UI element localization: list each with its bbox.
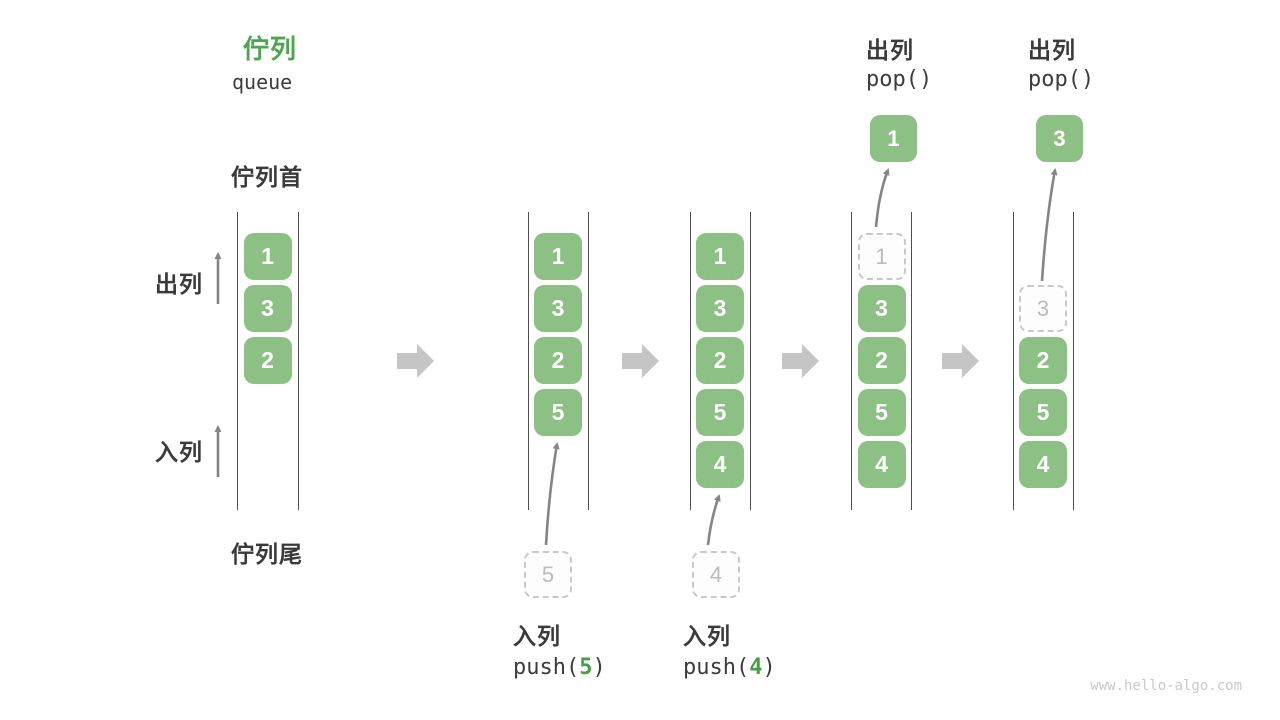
dequeue-arrow-1 bbox=[874, 168, 890, 228]
queue-cell-pop-3-5: 5 bbox=[1019, 389, 1067, 436]
removed-cell-pop-3-3: 3 bbox=[1019, 285, 1067, 332]
queue-cell-push-5-5: 5 bbox=[534, 389, 582, 436]
queue-cell-pop-1-5: 5 bbox=[857, 389, 906, 436]
queue-cell-pop-3-2: 2 bbox=[1019, 337, 1067, 384]
stage-transition-arrow-1 bbox=[397, 344, 434, 378]
push-arg-5: 5 bbox=[579, 655, 593, 680]
queue-wall-left-5 bbox=[1013, 212, 1014, 510]
stage-transition-arrow-4 bbox=[942, 344, 979, 378]
enqueue-arrow-4 bbox=[706, 494, 721, 546]
queue-wall-left-2 bbox=[528, 212, 529, 510]
queue-wall-right-5 bbox=[1073, 212, 1074, 510]
op-call-push-4: push(4) bbox=[683, 655, 776, 680]
queue-cell-initial-2: 2 bbox=[243, 337, 292, 384]
stage-transition-arrow-3 bbox=[782, 344, 819, 378]
op-label-enqueue-4: 入列 bbox=[683, 623, 731, 649]
pending-enqueue-box-4: 4 bbox=[692, 551, 740, 598]
label-queue-front: 佇列首 bbox=[231, 164, 303, 190]
queue-cell-initial-3: 3 bbox=[243, 285, 292, 332]
stage-transition-arrow-2 bbox=[622, 344, 659, 378]
queue-cell-push-4-4: 4 bbox=[696, 441, 744, 488]
queue-wall-right-2 bbox=[588, 212, 589, 510]
queue-cell-push-5-2: 2 bbox=[534, 337, 582, 384]
queue-cell-pop-1-4: 4 bbox=[857, 441, 906, 488]
pending-enqueue-box-5: 5 bbox=[524, 551, 572, 598]
queue-cell-push-5-1: 1 bbox=[534, 233, 582, 280]
enqueue-arrow-5 bbox=[544, 442, 560, 546]
diagram-title-zh: 佇列 bbox=[243, 34, 298, 64]
queue-cell-push-4-3: 3 bbox=[696, 285, 744, 332]
queue-cell-push-5-3: 3 bbox=[534, 285, 582, 332]
watermark: www.hello-algo.com bbox=[1090, 678, 1242, 694]
queue-cell-pop-1-2: 2 bbox=[857, 337, 906, 384]
push-arg-4: 4 bbox=[749, 655, 763, 680]
op-label-dequeue-1: 出列 bbox=[866, 37, 914, 63]
label-enqueue: 入列 bbox=[155, 439, 203, 465]
queue-cell-pop-1-3: 3 bbox=[857, 285, 906, 332]
removed-cell-pop-1-1: 1 bbox=[857, 233, 906, 280]
popped-value-box-1: 1 bbox=[870, 115, 917, 162]
queue-cell-pop-3-4: 4 bbox=[1019, 441, 1067, 488]
queue-cell-push-4-5: 5 bbox=[696, 389, 744, 436]
op-call-push-5: push(5) bbox=[513, 655, 606, 680]
op-label-enqueue-5: 入列 bbox=[513, 623, 561, 649]
op-call-pop-3: pop() bbox=[1028, 67, 1095, 92]
queue-wall-left-4 bbox=[851, 212, 852, 510]
queue-wall-right-4 bbox=[911, 212, 912, 510]
dequeue-arrow-3 bbox=[1040, 168, 1058, 282]
label-queue-rear: 佇列尾 bbox=[231, 541, 303, 567]
label-dequeue: 出列 bbox=[155, 271, 203, 297]
popped-value-box-3: 3 bbox=[1036, 115, 1083, 162]
queue-cell-push-4-2: 2 bbox=[696, 337, 744, 384]
queue-cell-push-4-1: 1 bbox=[696, 233, 744, 280]
queue-wall-right-1 bbox=[298, 212, 299, 510]
op-call-pop-1: pop() bbox=[866, 67, 933, 92]
queue-cell-initial-1: 1 bbox=[243, 233, 292, 280]
queue-wall-left-1 bbox=[237, 212, 238, 510]
diagram-title-en: queue bbox=[232, 70, 293, 94]
op-label-dequeue-3: 出列 bbox=[1028, 37, 1076, 63]
queue-wall-right-3 bbox=[750, 212, 751, 510]
queue-wall-left-3 bbox=[690, 212, 691, 510]
